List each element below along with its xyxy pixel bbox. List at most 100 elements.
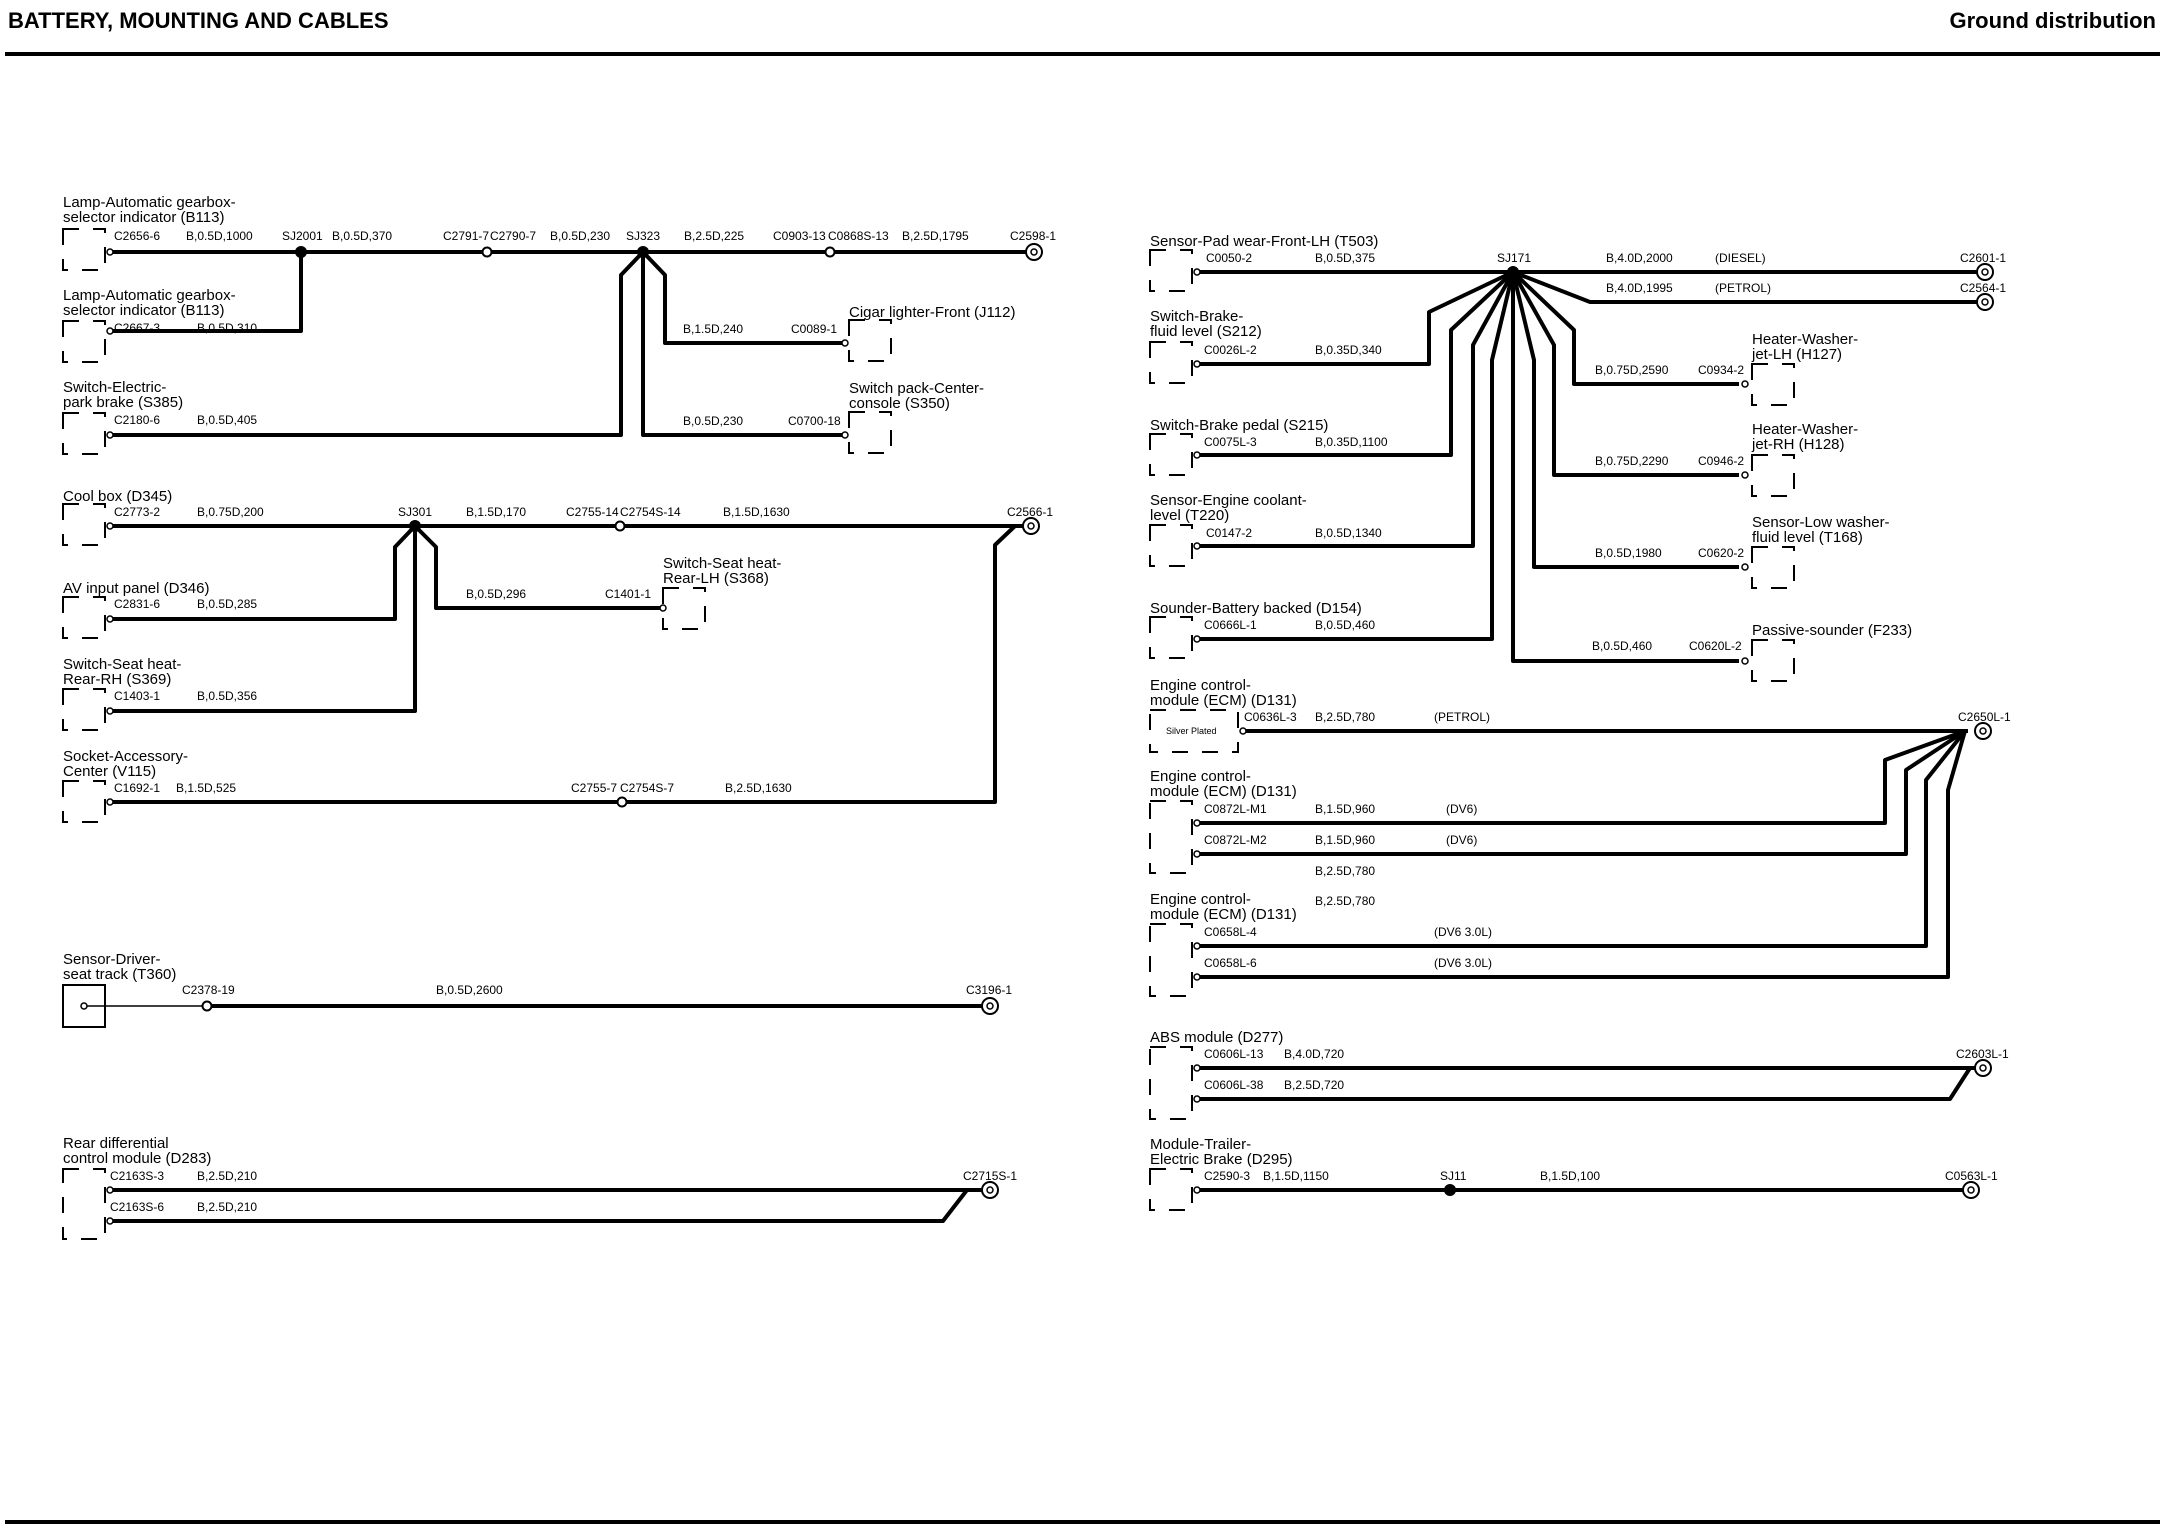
component-label-line: Rear-LH (S368) bbox=[663, 570, 769, 587]
wire-sj171-to-c2564 bbox=[1512, 270, 1983, 304]
pin-dot bbox=[106, 798, 114, 806]
pin-dot bbox=[106, 431, 114, 439]
component-label-line: Rear differential bbox=[63, 1135, 169, 1152]
component-label-line: Heater-Washer- bbox=[1752, 421, 1858, 438]
variant-note: (PETROL) bbox=[1715, 281, 1771, 295]
component-box-v115 bbox=[62, 780, 106, 823]
wire-label: B,1.5D,100 bbox=[1540, 1169, 1600, 1183]
page-title: BATTERY, MOUNTING AND CABLES bbox=[8, 8, 389, 33]
connector-label: C0934-2 bbox=[1698, 363, 1744, 377]
splice-node bbox=[295, 246, 307, 258]
component-box-d277 bbox=[1149, 1046, 1193, 1120]
wire-label: B,1.5D,1150 bbox=[1263, 1169, 1329, 1183]
wire-label: B,2.5D,225 bbox=[684, 229, 744, 243]
inline-connector bbox=[614, 520, 626, 532]
component-label-line: Module-Trailer- bbox=[1150, 1136, 1251, 1153]
component-label-line: module (ECM) (D131) bbox=[1150, 692, 1297, 709]
pin-dot bbox=[106, 707, 114, 715]
component-box-b113 bbox=[62, 228, 106, 271]
inline-connector bbox=[201, 1000, 213, 1012]
wire-label: B,0.5D,460 bbox=[1592, 639, 1652, 653]
wire-sj171-to-t168 bbox=[1511, 271, 1739, 569]
component-label-line: fluid level (S212) bbox=[1150, 323, 1262, 340]
component-label-d345: Cool box (D345) bbox=[63, 488, 172, 505]
wire-label: B,2.5D,780 bbox=[1315, 864, 1375, 878]
connector-label: C0089-1 bbox=[791, 322, 837, 336]
component-label-d131-b: Engine control-module (ECM) (D131) bbox=[1150, 768, 1297, 800]
connector-label: C0026L-2 bbox=[1204, 343, 1257, 357]
ground-eyelet-hole bbox=[1030, 248, 1038, 256]
component-label-line: Lamp-Automatic gearbox- bbox=[63, 194, 236, 211]
component-label-line: Switch-Brake pedal (S215) bbox=[1150, 417, 1328, 434]
component-label-line: selector indicator (B113) bbox=[63, 209, 224, 226]
connector-label: C3196-1 bbox=[966, 983, 1012, 997]
component-box-d131-b bbox=[1149, 800, 1193, 874]
component-label-h127: Heater-Washer-jet-LH (H127) bbox=[1751, 331, 1858, 363]
wire-s385-to-sj323 bbox=[110, 250, 645, 437]
wire-t220-to-sj171 bbox=[1197, 271, 1515, 548]
connector-label: C2598-1 bbox=[1010, 229, 1056, 243]
component-label-line: Center (V115) bbox=[63, 763, 156, 780]
wire-label: B,0.5D,230 bbox=[550, 229, 610, 243]
component-label-d154: Sounder-Battery backed (D154) bbox=[1150, 600, 1362, 617]
wire-d346-to-sj301 bbox=[110, 524, 417, 621]
component-box-t360 bbox=[62, 984, 106, 1028]
ground-eyelet-hole bbox=[986, 1186, 994, 1194]
pin-dot bbox=[1193, 1064, 1201, 1072]
component-box-d131-c bbox=[1149, 923, 1193, 997]
component-label-line: seat track (T360) bbox=[63, 966, 176, 983]
connector-label: C0075L-3 bbox=[1204, 435, 1257, 449]
splice-node bbox=[637, 246, 649, 258]
component-label-line: ABS module (D277) bbox=[1150, 1029, 1283, 1046]
component-label-s212: Switch-Brake-fluid level (S212) bbox=[1150, 308, 1262, 340]
connector-label: C2754S-14 bbox=[620, 505, 681, 519]
wire-label: B,0.5D,356 bbox=[197, 689, 257, 703]
component-box-h128 bbox=[1751, 454, 1795, 497]
wire-d154-to-sj171 bbox=[1197, 271, 1515, 641]
component-box-s212 bbox=[1149, 341, 1193, 384]
connector-label: C0872L-M2 bbox=[1204, 833, 1267, 847]
wire-label: B,0.5D,2600 bbox=[436, 983, 503, 997]
pin-dot bbox=[106, 615, 114, 623]
ground-eyelet-hole bbox=[1981, 298, 1989, 306]
wire-c0658l4-to-c2650 bbox=[1197, 729, 1967, 948]
connector-label: C0147-2 bbox=[1206, 526, 1252, 540]
component-label-line: control module (D283) bbox=[63, 1150, 211, 1167]
connector-label: C0620L-2 bbox=[1689, 639, 1742, 653]
inline-connector bbox=[481, 246, 493, 258]
component-label-line: fluid level (T168) bbox=[1752, 529, 1863, 546]
connector-label: C0872L-M1 bbox=[1204, 802, 1267, 816]
pin-dot bbox=[1193, 819, 1201, 827]
component-label-t168: Sensor-Low washer-fluid level (T168) bbox=[1752, 514, 1890, 546]
pin-dot bbox=[1193, 942, 1201, 950]
wire-label: B,2.5D,1795 bbox=[902, 229, 969, 243]
component-label-s369: Switch-Seat heat-Rear-RH (S369) bbox=[63, 656, 181, 688]
component-box-t503 bbox=[1149, 249, 1193, 292]
component-box-t168 bbox=[1751, 546, 1795, 589]
component-label-v115: Socket-Accessory-Center (V115) bbox=[63, 748, 188, 780]
component-box-h127 bbox=[1751, 363, 1795, 406]
pin-dot bbox=[1193, 268, 1201, 276]
pin-dot bbox=[1741, 657, 1749, 665]
pin-dot bbox=[1239, 727, 1247, 735]
connector-label: C2791-7 bbox=[443, 229, 489, 243]
pin-dot bbox=[1193, 542, 1201, 550]
component-box-t220 bbox=[1149, 524, 1193, 567]
pin-dot bbox=[106, 248, 114, 256]
component-label-line: console (S350) bbox=[849, 395, 950, 412]
sensor-pin bbox=[80, 1002, 88, 1010]
connector-label: C2667-3 bbox=[114, 321, 160, 335]
wire-d283-pin6 bbox=[110, 1188, 969, 1223]
silver-plated-label: Silver Plated bbox=[1166, 726, 1217, 736]
component-label-line: Sensor-Low washer- bbox=[1752, 514, 1890, 531]
component-label-line: Lamp-Automatic gearbox- bbox=[63, 287, 236, 304]
wire-label: B,0.5D,370 bbox=[332, 229, 392, 243]
splice-label: SJ2001 bbox=[282, 229, 323, 243]
ground-eyelet-hole bbox=[1981, 268, 1989, 276]
wire-label: B,0.75D,2590 bbox=[1595, 363, 1669, 377]
component-label-line: Sensor-Engine coolant- bbox=[1150, 492, 1307, 509]
connector-label: C0666L-1 bbox=[1204, 618, 1257, 632]
connector-label: C0946-2 bbox=[1698, 454, 1744, 468]
wire-abs-pin38 bbox=[1197, 1066, 1972, 1101]
